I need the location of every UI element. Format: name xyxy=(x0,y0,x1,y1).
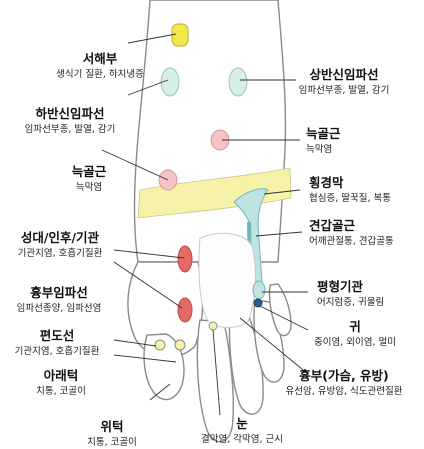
label-tonsil: 편도선 기관지염, 호흡기질환 xyxy=(15,330,100,356)
label-tonsil-title: 편도선 xyxy=(15,330,100,343)
foot-outline xyxy=(134,0,285,262)
label-chest-breast-title: 흉부(가슴, 유방) xyxy=(286,370,403,383)
label-lower-lymph-title: 하반신임파선 xyxy=(25,108,116,121)
label-eye-title: 눈 xyxy=(201,418,283,431)
label-lower-jaw-title: 아래턱 xyxy=(36,370,86,383)
ear-spot xyxy=(254,299,262,307)
label-chest-lymph-title: 흉부임파선 xyxy=(17,287,102,300)
label-groin-sub: 생식기 질환, 하지냉증 xyxy=(56,70,144,80)
label-rib-left-sub: 늑막염 xyxy=(72,183,107,193)
label-lower-jaw: 아래턱 치통, 코골이 xyxy=(36,370,86,396)
label-rib-right: 늑골근 늑막염 xyxy=(306,128,341,154)
label-upper-jaw: 위턱 치통, 코골이 xyxy=(87,421,137,447)
balance-spot xyxy=(253,281,265,299)
label-chest-breast: 흉부(가슴, 유방) 유선암, 유방암, 식도관련질환 xyxy=(286,370,403,396)
label-diaphragm: 횡경막 협심증, 딸꾹질, 복통 xyxy=(309,177,391,203)
label-rib-right-title: 늑골근 xyxy=(306,128,341,141)
label-tonsil-sub: 기관지염, 호흡기질환 xyxy=(15,347,100,357)
label-balance-title: 평형기관 xyxy=(317,281,384,294)
label-groin: 서해부 생식기 질환, 하지냉증 xyxy=(56,53,144,79)
groin-spot xyxy=(172,24,188,46)
label-rib-left-title: 늑골근 xyxy=(72,166,107,179)
vocal-cord-spot xyxy=(178,246,192,272)
label-diaphragm-sub: 협심증, 딸꾹질, 복통 xyxy=(309,194,391,204)
label-ear-title: 귀 xyxy=(314,321,396,334)
label-vocal-cord-title: 성대/인후/기관 xyxy=(18,232,103,245)
tonsil-spot-1 xyxy=(155,340,165,350)
label-eye-sub: 결막염, 각막염, 근시 xyxy=(201,435,283,445)
tonsil-spot-2 xyxy=(175,340,185,350)
label-upper-lymph-title: 상반신임파선 xyxy=(299,69,390,82)
label-rib-left: 늑골근 늑막염 xyxy=(72,166,107,192)
label-groin-title: 서해부 xyxy=(56,53,144,66)
label-upper-lymph: 상반신임파선 임파선부종, 발열, 감기 xyxy=(299,69,390,95)
label-upper-lymph-sub: 임파선부종, 발열, 감기 xyxy=(299,86,390,96)
eye-spot xyxy=(209,322,217,330)
label-rib-right-sub: 늑막염 xyxy=(306,145,341,155)
label-lower-lymph: 하반신임파선 임파선부종, 발열, 감기 xyxy=(25,108,116,134)
chest-zone xyxy=(199,233,256,327)
label-vocal-cord-sub: 기관지염, 호흡기질환 xyxy=(18,249,103,259)
label-chest-breast-sub: 유선암, 유방암, 식도관련질환 xyxy=(286,387,403,397)
label-shoulder-blade-sub: 어깨관절통, 견갑골통 xyxy=(309,237,394,247)
label-upper-jaw-sub: 치통, 코골이 xyxy=(87,438,137,448)
chest-lymph-spot xyxy=(178,298,192,322)
label-lower-lymph-sub: 임파선부종, 발열, 감기 xyxy=(25,125,116,135)
label-chest-lymph-sub: 임파선종양, 임파선염 xyxy=(17,304,102,314)
label-balance-sub: 어지럼증, 귀울림 xyxy=(317,298,384,308)
label-ear-sub: 중이염, 외이염, 멀미 xyxy=(314,338,396,348)
label-balance: 평형기관 어지럼증, 귀울림 xyxy=(317,281,384,307)
label-shoulder-blade: 견갑골근 어깨관절통, 견갑골통 xyxy=(309,220,394,246)
label-shoulder-blade-title: 견갑골근 xyxy=(309,220,394,233)
label-eye: 눈 결막염, 각막염, 근시 xyxy=(201,418,283,444)
label-ear: 귀 중이염, 외이염, 멀미 xyxy=(314,321,396,347)
label-lower-jaw-sub: 치통, 코골이 xyxy=(36,387,86,397)
label-vocal-cord: 성대/인후/기관 기관지염, 호흡기질환 xyxy=(18,232,103,258)
label-upper-jaw-title: 위턱 xyxy=(87,421,137,434)
label-diaphragm-title: 횡경막 xyxy=(309,177,391,190)
upper-lymph-spot xyxy=(229,68,247,96)
label-chest-lymph: 흉부임파선 임파선종양, 임파선염 xyxy=(17,287,102,313)
